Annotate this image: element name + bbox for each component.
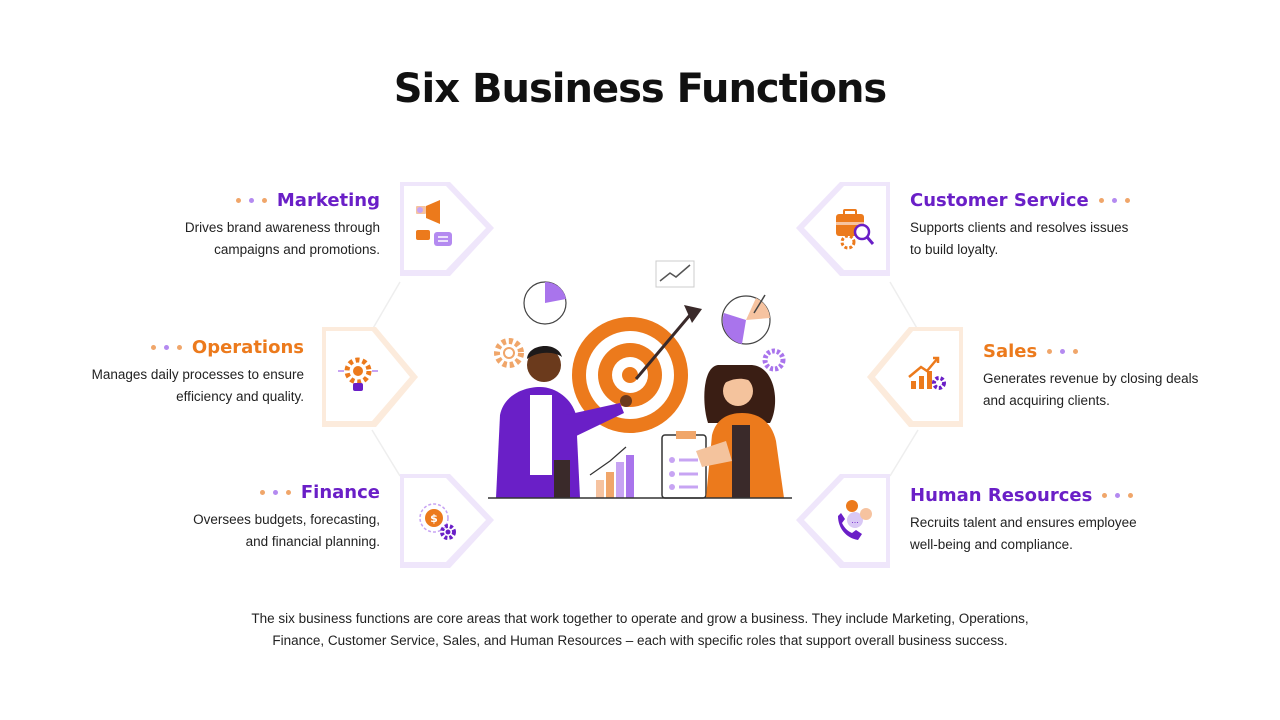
marketing-tile <box>398 180 498 280</box>
function-description: Oversees budgets, forecasting, <box>193 512 380 527</box>
decorative-dots <box>1102 493 1134 498</box>
decorative-dots <box>235 198 267 203</box>
function-title: Customer Service <box>910 190 1089 211</box>
function-description: well-being and compliance. <box>910 537 1073 552</box>
phone-chat-icon: ... <box>838 500 872 540</box>
function-title: Operations <box>191 337 304 358</box>
function-marketing: Marketing Drives brand awareness through… <box>60 190 380 261</box>
customer-service-tile <box>792 180 892 280</box>
sales-tile <box>865 325 965 429</box>
function-description: Recruits talent and ensures employee <box>910 515 1137 530</box>
function-title: Sales <box>983 341 1038 362</box>
human-resources-tile: ... <box>792 472 892 572</box>
growth-chart-icon <box>908 356 946 390</box>
footer-line: Finance, Customer Service, Sales, and Hu… <box>272 633 1008 648</box>
function-human-resources: Human Resources Recruits talent and ensu… <box>910 485 1210 556</box>
footer-line: The six business functions are core area… <box>251 611 1029 626</box>
function-description: campaigns and promotions. <box>214 242 380 257</box>
operations-tile <box>320 325 420 429</box>
footer-summary: The six business functions are core area… <box>200 608 1080 652</box>
function-operations: Operations Manages daily processes to en… <box>20 337 304 408</box>
function-description: efficiency and quality. <box>176 389 304 404</box>
decorative-dots <box>259 490 291 495</box>
function-description: and financial planning. <box>245 534 380 549</box>
business-illustration <box>480 255 800 505</box>
function-description: Supports clients and resolves issues <box>910 220 1129 235</box>
function-description: to build loyalty. <box>910 242 999 257</box>
page-title: Six Business Functions <box>393 66 887 112</box>
gear-bulb-icon <box>338 357 378 391</box>
megaphone-icon <box>416 200 452 246</box>
svg-text:...: ... <box>851 516 859 525</box>
briefcase-search-icon <box>836 209 875 250</box>
decorative-dots <box>1047 349 1079 354</box>
function-customer-service: Customer Service Supports clients and re… <box>910 190 1210 261</box>
decorative-dots <box>150 345 182 350</box>
function-sales: Sales Generates revenue by closing deals… <box>983 341 1268 412</box>
decorative-dots <box>1098 198 1130 203</box>
function-title: Marketing <box>276 190 380 211</box>
svg-text:$: $ <box>430 512 438 525</box>
finance-tile: $ <box>398 472 498 572</box>
function-title: Human Resources <box>910 485 1093 506</box>
function-description: and acquiring clients. <box>983 393 1110 408</box>
coin-gear-icon: $ <box>419 503 456 540</box>
function-finance: Finance Oversees budgets, forecasting, a… <box>60 482 380 553</box>
function-title: Finance <box>300 482 380 503</box>
function-description: Generates revenue by closing deals <box>983 371 1199 386</box>
function-description: Drives brand awareness through <box>184 220 380 235</box>
function-description: Manages daily processes to ensure <box>91 367 304 382</box>
